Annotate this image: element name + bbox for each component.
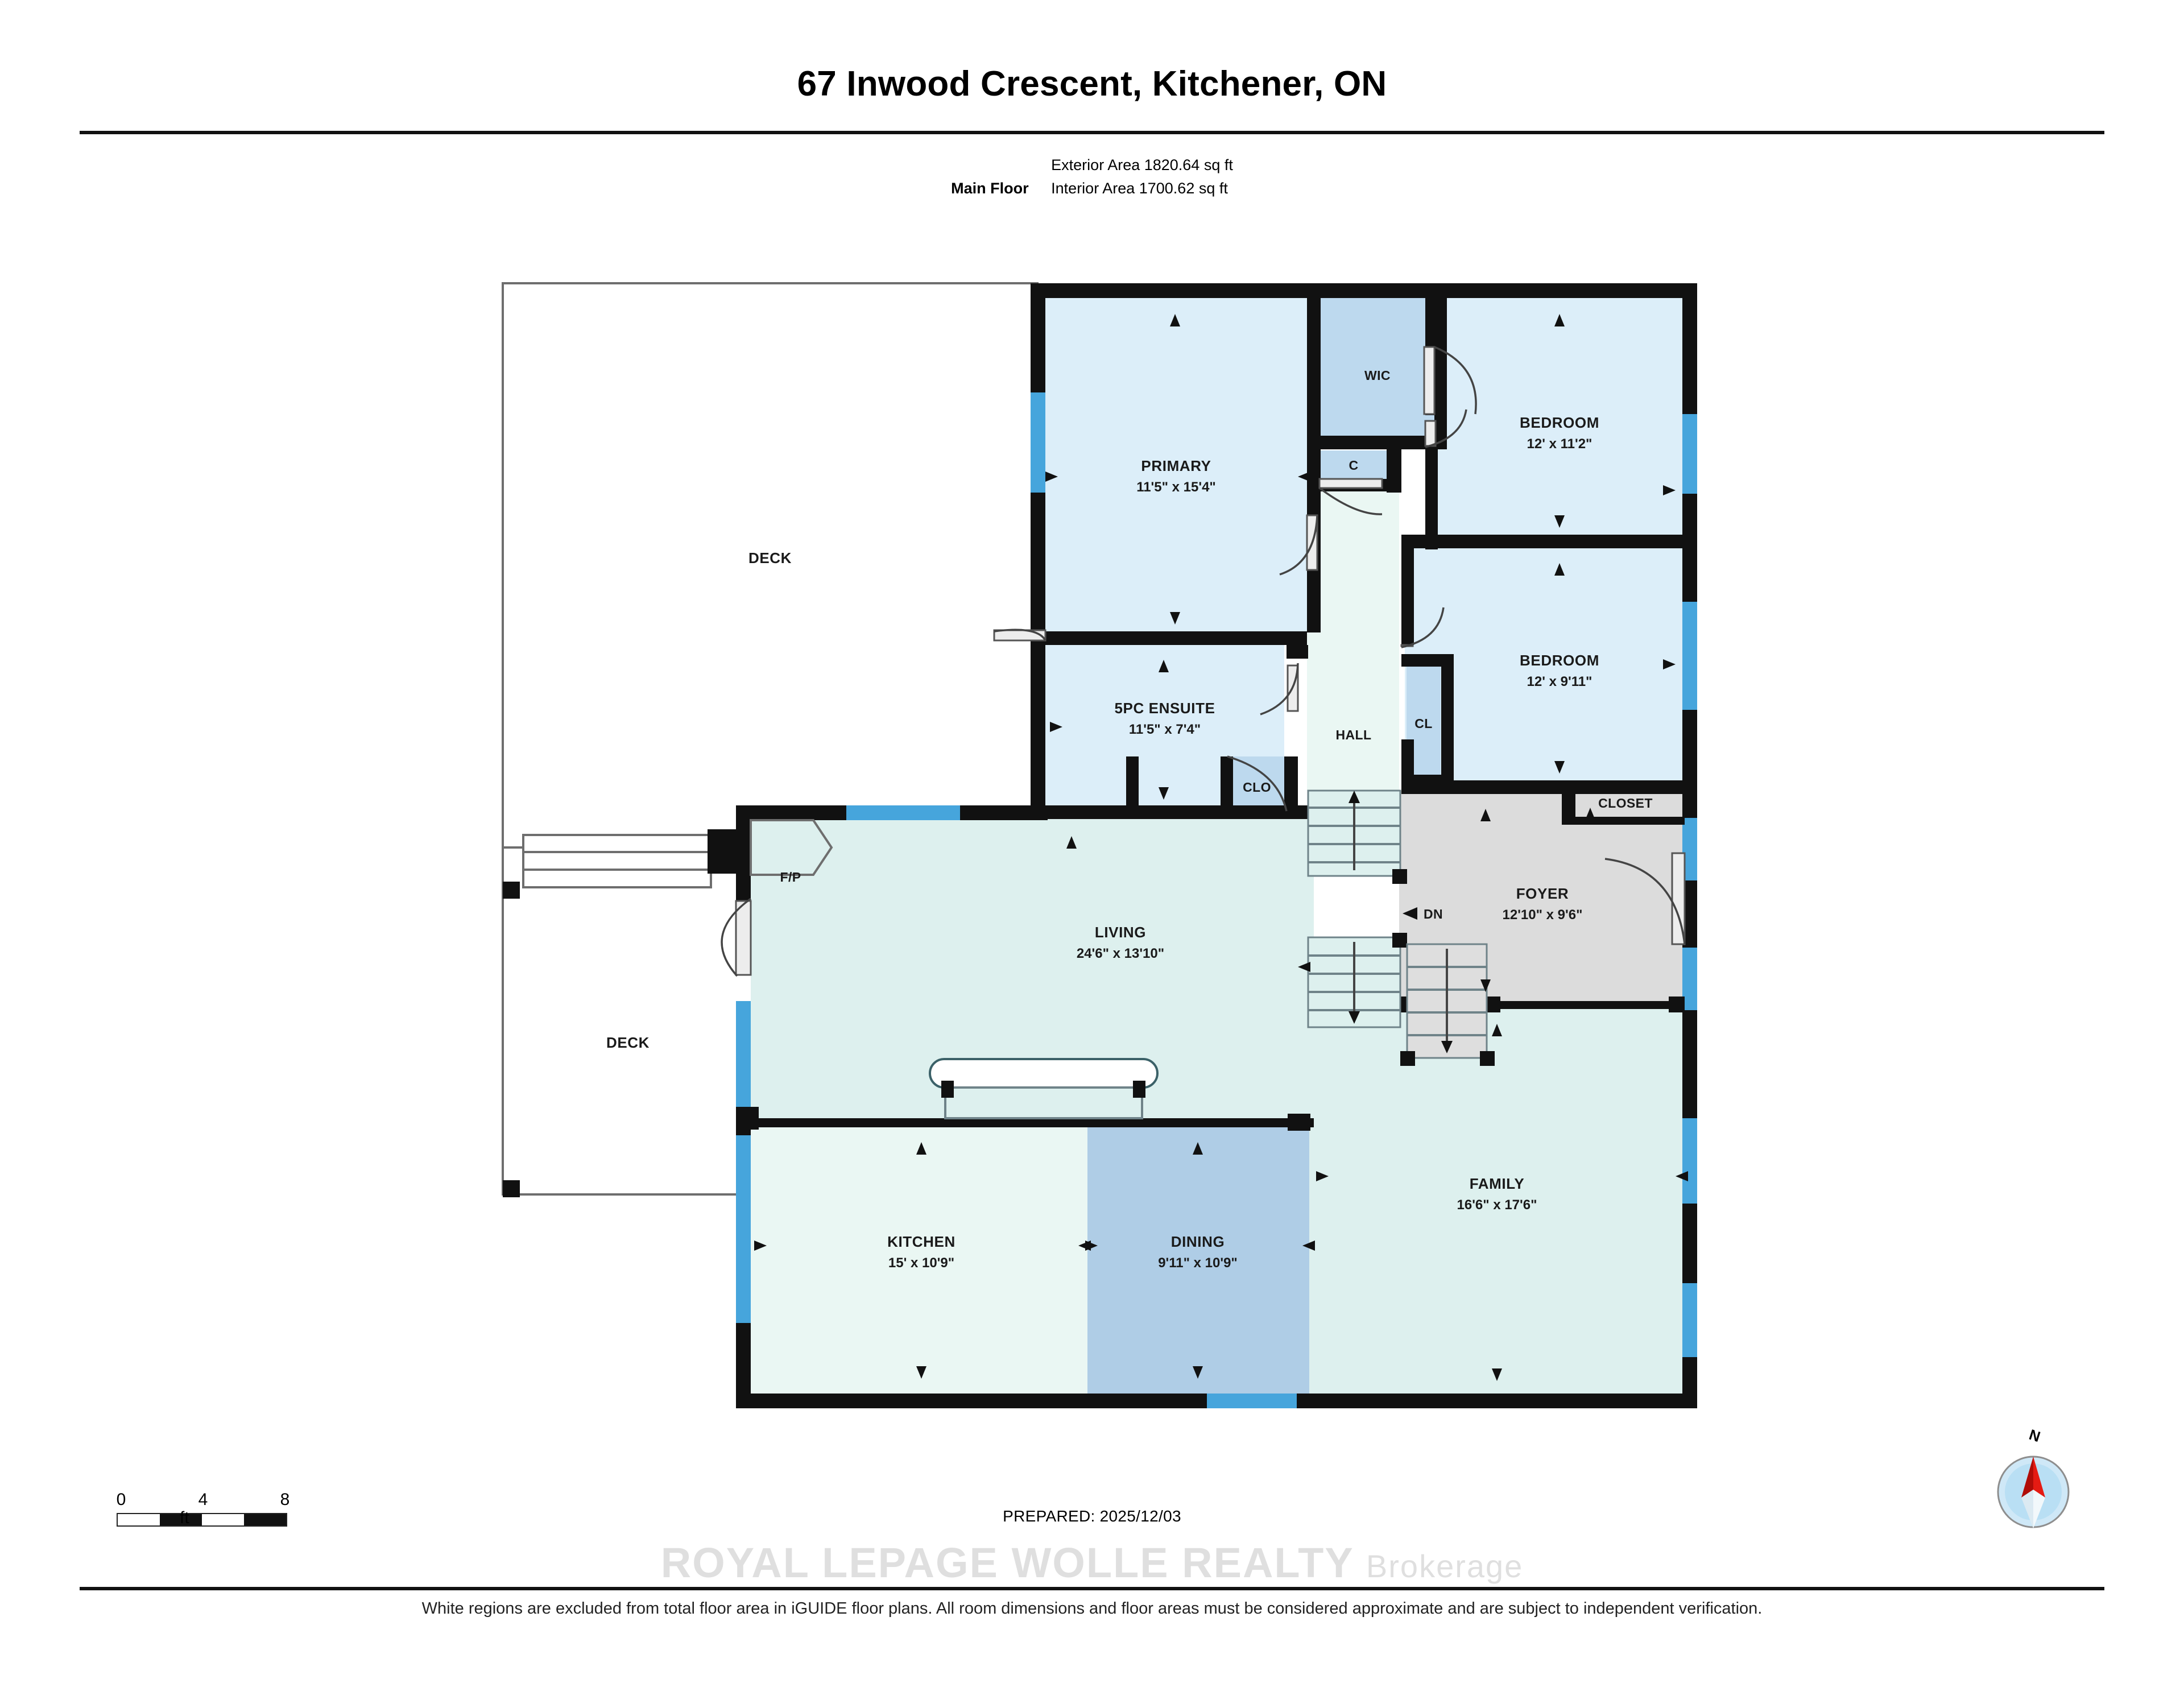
exterior-area: Exterior Area 1820.64 sq ft — [1051, 156, 1233, 173]
floor-summary: Main Floor Exterior Area 1820.64 sq ft I… — [0, 154, 2184, 200]
room-label-primary: PRIMARY — [1141, 457, 1211, 474]
interior-area: Interior Area 1700.62 sq ft — [1051, 180, 1228, 197]
room-label-fireplace: F/P — [780, 870, 801, 884]
compass-rose: N — [1979, 1426, 2087, 1539]
scale-seg-2 — [160, 1514, 202, 1525]
room-dims-living: 24'6" x 13'10" — [1077, 946, 1164, 961]
room-label-dining: DINING — [1171, 1233, 1225, 1250]
room-label-deck-lower: DECK — [606, 1034, 650, 1051]
page-title: 67 Inwood Crescent, Kitchener, ON — [797, 64, 1387, 104]
room-label-cl: CL — [1414, 716, 1432, 731]
room-label-clo: CLO — [1243, 780, 1271, 795]
scale-tick-8: 8 — [280, 1490, 290, 1509]
scale-seg-4 — [244, 1514, 286, 1525]
room-label-wic: WIC — [1364, 368, 1391, 383]
room-dims-ensuite: 11'5" x 7'4" — [1129, 722, 1201, 737]
room-dims-foyer: 12'10" x 9'6" — [1503, 907, 1583, 923]
scale-bar-graphic — [117, 1513, 287, 1527]
room-dims-family: 16'6" x 17'6" — [1457, 1197, 1537, 1213]
scale-unit: ft — [180, 1508, 189, 1527]
room-label-family: FAMILY — [1470, 1175, 1525, 1192]
room-label-hall: HALL — [1336, 727, 1372, 742]
room-dims-kitchen: 15' x 10'9" — [888, 1255, 954, 1271]
room-dims-dining: 9'11" x 10'9" — [1158, 1255, 1238, 1271]
header-divider — [80, 131, 2104, 134]
scale-bar: 0 4 8 — [117, 1490, 304, 1527]
room-label-closet-c: C — [1349, 458, 1358, 473]
prepared-date: PREPARED: 2025/12/03 — [1003, 1507, 1181, 1525]
disclaimer-text: White regions are excluded from total fl… — [421, 1599, 1763, 1618]
room-label-ensuite: 5PC ENSUITE — [1114, 700, 1215, 717]
room-dims-bedroom-2: 12' x 9'11" — [1527, 674, 1592, 689]
room-label-deck-upper: DECK — [748, 549, 792, 567]
footer-divider — [80, 1587, 2104, 1590]
room-label-closet-foyer: CLOSET — [1598, 796, 1653, 811]
scale-tick-4: 4 — [198, 1490, 208, 1509]
room-label-kitchen: KITCHEN — [887, 1233, 956, 1250]
room-dims-bedroom-1: 12' x 11'2" — [1527, 436, 1592, 452]
room-dims-primary: 11'5" x 15'4" — [1136, 479, 1216, 495]
floor-label: Main Floor — [951, 180, 1029, 197]
room-label-foyer: FOYER — [1516, 885, 1569, 902]
room-label-bedroom-1: BEDROOM — [1520, 414, 1599, 431]
stairs-down-label: DN — [1424, 907, 1443, 921]
room-label-living: LIVING — [1095, 924, 1146, 941]
scale-tick-0: 0 — [116, 1490, 126, 1509]
room-label-bedroom-2: BEDROOM — [1520, 652, 1599, 669]
